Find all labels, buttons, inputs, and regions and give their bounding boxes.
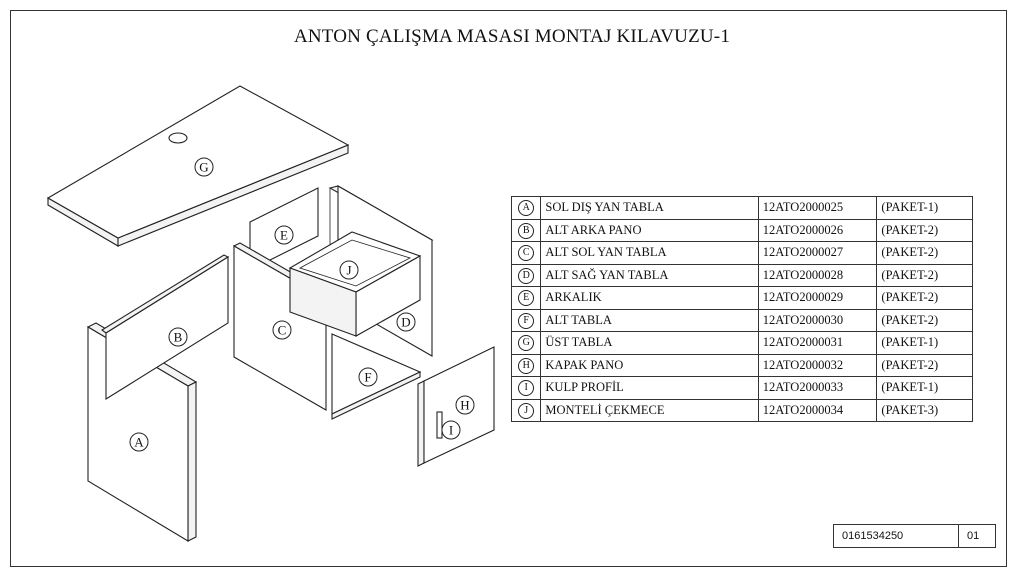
table-row: H KAPAK PANO 12ATO2000032 (PAKET-2) xyxy=(510,353,973,377)
part-name: KAPAK PANO xyxy=(540,353,759,377)
part-f-bottom-shelf: F xyxy=(331,333,422,420)
page-title: ANTON ÇALIŞMA MASASI MONTAJ KILAVUZU-1 xyxy=(293,26,731,47)
table-row: C ALT SOL YAN TABLA 12ATO2000027 (PAKET-… xyxy=(510,241,973,265)
label-j: J xyxy=(346,263,351,278)
part-name: ÜST TABLA xyxy=(540,331,759,355)
label-d: D xyxy=(401,315,410,330)
part-code: 12ATO2000032 xyxy=(757,353,878,377)
part-letter: A xyxy=(518,200,535,217)
part-letter: E xyxy=(518,290,535,307)
part-code: 12ATO2000034 xyxy=(757,398,878,422)
part-code: 12ATO2000031 xyxy=(757,331,878,355)
part-package: (PAKET-1) xyxy=(876,376,973,400)
part-letter: B xyxy=(518,222,535,239)
part-name: ALT ARKA PANO xyxy=(540,218,759,242)
page-number: 01 xyxy=(958,524,996,548)
part-letter: H xyxy=(518,357,535,374)
part-name: ALT SOL YAN TABLA xyxy=(540,241,759,265)
part-j-drawer: J xyxy=(288,231,422,337)
part-package: (PAKET-2) xyxy=(876,308,973,332)
part-name: KULP PROFİL xyxy=(540,376,759,400)
part-letter: D xyxy=(518,267,535,284)
part-code: 12ATO2000026 xyxy=(757,218,878,242)
part-package: (PAKET-2) xyxy=(876,218,973,242)
table-row: J MONTELİ ÇEKMECE 12ATO2000034 (PAKET-3) xyxy=(510,398,973,422)
part-package: (PAKET-1) xyxy=(876,331,973,355)
label-g: G xyxy=(199,160,208,175)
part-b-back-panel: B xyxy=(101,254,230,400)
part-h-door-panel: H xyxy=(417,346,495,467)
part-name: MONTELİ ÇEKMECE xyxy=(540,398,759,422)
part-name: ALT SAĞ YAN TABLA xyxy=(540,263,759,287)
part-letter: G xyxy=(518,335,535,352)
part-code: 12ATO2000025 xyxy=(757,196,878,220)
table-row: G ÜST TABLA 12ATO2000031 (PAKET-1) xyxy=(510,331,973,355)
part-letter: F xyxy=(518,312,535,329)
label-i: I xyxy=(449,423,453,438)
part-package: (PAKET-2) xyxy=(876,241,973,265)
part-code: 12ATO2000030 xyxy=(757,308,878,332)
parts-list-table: A SOL DIŞ YAN TABLA 12ATO2000025 (PAKET-… xyxy=(510,196,973,422)
part-letter: I xyxy=(518,380,535,397)
label-e: E xyxy=(280,228,288,243)
part-code: 12ATO2000033 xyxy=(757,376,878,400)
part-i-handle: I xyxy=(436,411,461,440)
part-g-top-panel: G xyxy=(46,85,350,247)
part-letter: C xyxy=(518,245,535,262)
table-row: E ARKALIK 12ATO2000029 (PAKET-2) xyxy=(510,286,973,310)
label-a: A xyxy=(134,435,144,450)
label-c: C xyxy=(278,323,287,338)
table-row: B ALT ARKA PANO 12ATO2000026 (PAKET-2) xyxy=(510,218,973,242)
part-code: 12ATO2000029 xyxy=(757,286,878,310)
table-row: F ALT TABLA 12ATO2000030 (PAKET-2) xyxy=(510,308,973,332)
table-row: I KULP PROFİL 12ATO2000033 (PAKET-1) xyxy=(510,376,973,400)
part-name: ALT TABLA xyxy=(540,308,759,332)
part-name: ARKALIK xyxy=(540,286,759,310)
part-package: (PAKET-2) xyxy=(876,353,973,377)
table-row: A SOL DIŞ YAN TABLA 12ATO2000025 (PAKET-… xyxy=(510,196,973,220)
label-b: B xyxy=(174,330,183,345)
part-package: (PAKET-2) xyxy=(876,286,973,310)
document-number-box: 0161534250 01 xyxy=(833,524,996,548)
part-name: SOL DIŞ YAN TABLA xyxy=(540,196,759,220)
part-letter: J xyxy=(518,402,535,419)
part-package: (PAKET-3) xyxy=(876,398,973,422)
table-row: D ALT SAĞ YAN TABLA 12ATO2000028 (PAKET-… xyxy=(510,263,973,287)
part-package: (PAKET-1) xyxy=(876,196,973,220)
part-code: 12ATO2000027 xyxy=(757,241,878,265)
part-code: 12ATO2000028 xyxy=(757,263,878,287)
label-f: F xyxy=(364,370,371,385)
label-h: H xyxy=(460,398,469,413)
document-number: 0161534250 xyxy=(833,524,959,548)
part-package: (PAKET-2) xyxy=(876,263,973,287)
